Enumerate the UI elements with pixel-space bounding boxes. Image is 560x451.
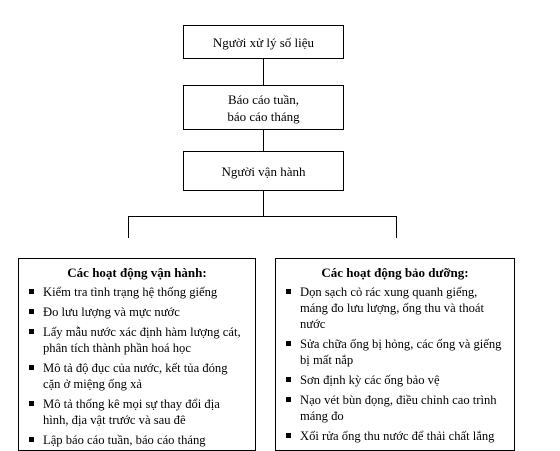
maintenance-item: Dọn sạch cỏ rác xung quanh giếng, máng đ… (284, 284, 506, 332)
maintenance-list: Dọn sạch cỏ rác xung quanh giếng, máng đ… (276, 284, 514, 444)
maintenance-item: Sửa chữa ống bị hỏng, các ống và giếng b… (284, 336, 506, 368)
bullet-icon (286, 289, 291, 294)
operations-item-text: Mô tả độ đục của nước, kết tủa đóng cặn … (43, 361, 228, 391)
bullet-icon (29, 437, 34, 442)
operations-item: Lập báo cáo tuần, báo cáo tháng (27, 432, 247, 448)
maintenance-item-text: Sơn định kỳ các ống bảo vệ (300, 373, 440, 387)
maintenance-item: Sơn định kỳ các ống bảo vệ (284, 372, 506, 388)
operations-item-text: Đo lưu lượng và mực nước (43, 305, 180, 319)
connector-horizontal (128, 216, 397, 217)
operations-list: Kiểm tra tình trạng hệ thống giếng Đo lư… (19, 284, 255, 448)
bullet-icon (286, 341, 291, 346)
operations-title: Các hoạt động vận hành: (67, 265, 207, 280)
bullet-icon (29, 401, 34, 406)
connector-left-branch (128, 216, 129, 238)
maintenance-title: Các hoạt động bảo dưỡng: (321, 265, 469, 280)
bullet-icon (286, 377, 291, 382)
maintenance-item-text: Nạo vét bùn đọng, điều chỉnh cao trình m… (300, 393, 497, 423)
operations-item: Mô tả độ đục của nước, kết tủa đóng cặn … (27, 360, 247, 392)
maintenance-item-text: Xối rửa ống thu nước để thải chất lắng (300, 429, 495, 443)
bullet-icon (286, 433, 291, 438)
node-data-processor: Người xử lý số liệu (183, 25, 344, 59)
maintenance-panel: Các hoạt động bảo dưỡng: Dọn sạch cỏ rác… (275, 258, 515, 451)
maintenance-item-text: Sửa chữa ống bị hỏng, các ống và giếng b… (300, 337, 502, 367)
node-reports-line1: Báo cáo tuần, (227, 91, 300, 107)
maintenance-item: Xối rửa ống thu nước để thải chất lắng (284, 428, 506, 444)
bullet-icon (29, 309, 34, 314)
connector-reports-operator (263, 129, 264, 151)
connector-processor-reports (263, 58, 264, 85)
connector-operator-down (263, 190, 264, 217)
connector-right-branch (396, 216, 397, 238)
maintenance-item-text: Dọn sạch cỏ rác xung quanh giếng, máng đ… (300, 285, 485, 331)
node-data-processor-label: Người xử lý số liệu (212, 34, 315, 50)
operations-item-text: Lập báo cáo tuần, báo cáo tháng (43, 433, 206, 447)
node-operator: Người vận hành (183, 151, 344, 191)
bullet-icon (29, 329, 34, 334)
node-operator-label: Người vận hành (221, 163, 306, 179)
operations-panel: Các hoạt động vận hành: Kiểm tra tình tr… (18, 258, 256, 451)
bullet-icon (29, 289, 34, 294)
operations-item-text: Lấy mẫu nước xác định hàm lượng cát, phâ… (43, 325, 241, 355)
node-reports-line2: báo cáo tháng (227, 108, 300, 124)
operations-item-text: Mô tả thống kê mọi sự thay đổi địa hình,… (43, 397, 220, 427)
bullet-icon (286, 397, 291, 402)
bullet-icon (29, 365, 34, 370)
operations-item-text: Kiểm tra tình trạng hệ thống giếng (43, 285, 218, 299)
operations-item: Mô tả thống kê mọi sự thay đổi địa hình,… (27, 396, 247, 428)
operations-item: Đo lưu lượng và mực nước (27, 304, 247, 320)
node-reports: Báo cáo tuần, báo cáo tháng (183, 85, 344, 130)
maintenance-item: Nạo vét bùn đọng, điều chỉnh cao trình m… (284, 392, 506, 424)
operations-item: Kiểm tra tình trạng hệ thống giếng (27, 284, 247, 300)
operations-item: Lấy mẫu nước xác định hàm lượng cát, phâ… (27, 324, 247, 356)
